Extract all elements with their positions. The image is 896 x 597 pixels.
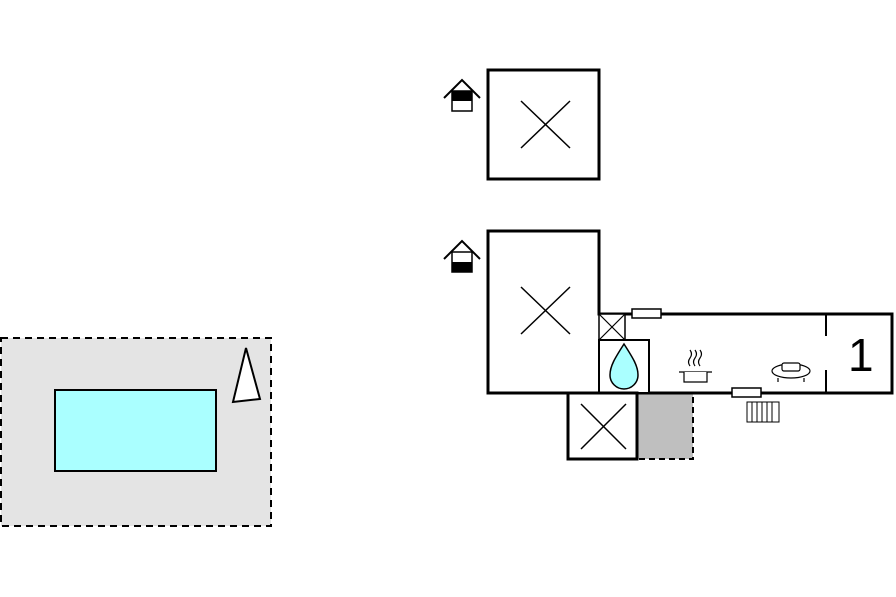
ground-floor-outline <box>486 229 894 395</box>
sun-umbrella-icon <box>231 347 262 404</box>
ground-floor: 1 <box>443 229 894 461</box>
cooking-pot-icon <box>679 349 712 383</box>
window-icon <box>631 308 662 319</box>
sofa-icon <box>771 362 811 382</box>
shaft-box <box>598 313 626 341</box>
floor-level-ground-icon <box>443 239 481 273</box>
floor-level-upper-icon <box>443 78 481 112</box>
water-drop-icon <box>609 342 639 390</box>
terrace-area <box>0 337 272 527</box>
upper-floor <box>443 68 601 181</box>
storage-void-mark <box>580 403 627 450</box>
paved-area <box>636 392 694 460</box>
radiator-icon <box>746 401 780 423</box>
upper-floor-void-mark <box>520 100 571 149</box>
room-number-label: 1 <box>848 329 874 381</box>
upper-floor-room <box>486 68 601 181</box>
window-icon <box>731 387 762 398</box>
ground-floor-void-mark <box>520 286 571 335</box>
swimming-pool <box>54 389 217 472</box>
